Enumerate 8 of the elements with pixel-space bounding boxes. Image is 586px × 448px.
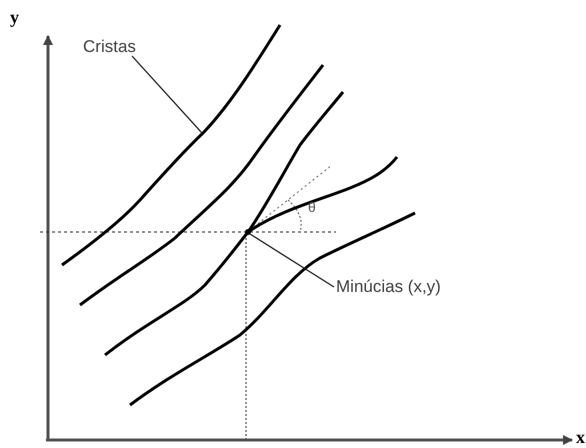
- angle-label: θ: [308, 200, 316, 214]
- axis-label: y: [10, 8, 19, 26]
- callout-label: Minúcias (x,y): [336, 278, 441, 295]
- leader-line: [132, 56, 202, 134]
- axis-label: x: [576, 428, 585, 446]
- leader-line: [250, 233, 334, 288]
- callout-label: Cristas: [83, 38, 136, 55]
- ridge-line: [61, 24, 282, 266]
